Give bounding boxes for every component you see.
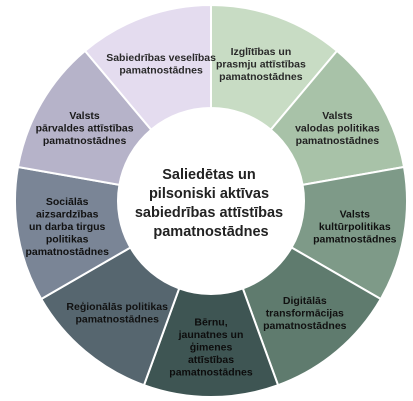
center-title-line: Saliedētas un (162, 167, 255, 183)
center-circle (118, 108, 304, 294)
segment-label-line: valodas politikas (295, 123, 380, 135)
segment-label-line: aizsardzības (36, 208, 99, 220)
segment-label-line: Bērnu, (194, 317, 227, 329)
segment-label-line: Valsts (322, 110, 353, 122)
segment-label-line: kultūrpolitikas (319, 221, 391, 233)
segment-label-line: pamatnostādnes (296, 135, 380, 147)
segment-label-line: pārvaldes attīstības (36, 123, 134, 135)
segment-label-line: pamatnostādnes (219, 71, 303, 83)
center-title-line: sabiedrības attīstības (135, 205, 283, 221)
segment-label-line: Reģionālās politikas (66, 300, 168, 313)
segment-label-line: un darba tirgus (29, 221, 106, 233)
segment-label-line: pamatnostādnes (169, 367, 253, 379)
segment-label-line: pamatnostādnes (75, 314, 159, 326)
segment-label-line: transformācijas (266, 307, 344, 319)
segment-label-line: pamatnostādnes (43, 135, 127, 147)
segment-label-line: Izglītības un (231, 46, 292, 58)
segment-label-line: Valsts (340, 208, 371, 220)
segment-label-line: pamatnostādnes (313, 233, 397, 245)
segment-label-line: attīstības (188, 354, 234, 366)
center-title-line: pilsoniski aktīvas (149, 186, 269, 202)
segment-label-line: pamatnostādnes (25, 246, 109, 258)
segment-label-line: pamatnostādnes (119, 65, 203, 77)
segment-label-line: prasmju attīstības (216, 58, 306, 70)
segment-label-line: Valsts (69, 110, 100, 122)
segment-label-line: Sociālās (46, 196, 89, 208)
segment-label-line: Digitālās (283, 295, 327, 307)
center-title: Saliedētas un pilsoniski aktīvas sabiedr… (135, 167, 287, 240)
center-title-line: pamatnostādnes (153, 224, 268, 240)
segment-label-line: jaunatnes un (178, 329, 244, 341)
segment-label-line: pamatnostādnes (263, 320, 347, 332)
segment-label-line: ģimenes (190, 341, 233, 354)
segment-label-line: politikas (46, 233, 89, 245)
segment-label-line: Sabiedrības veselības (106, 52, 216, 64)
